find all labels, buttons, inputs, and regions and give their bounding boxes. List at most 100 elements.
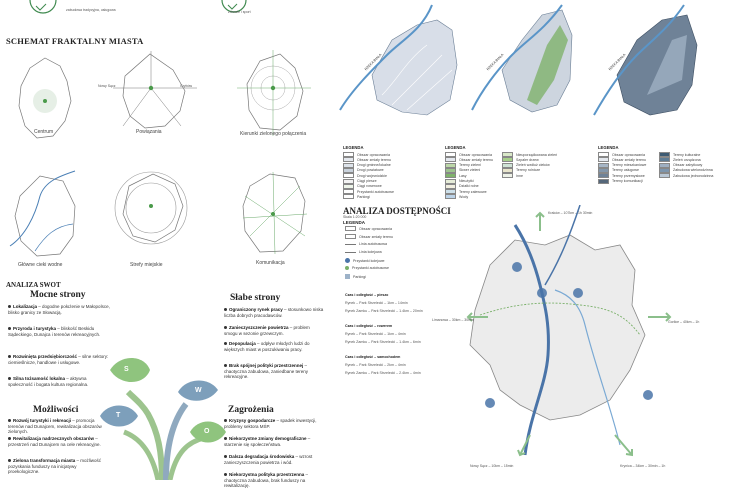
legend-label: Tereny mieszkaniowe	[612, 163, 647, 168]
legend-row: Tereny przemysłowe	[598, 173, 645, 179]
diagram-komunikacja	[242, 171, 308, 255]
map-land-use	[593, 4, 698, 116]
bullet-dot	[8, 355, 11, 359]
legend-label: Drogi wojewódzkie	[357, 173, 387, 178]
legend-title: LEGENDA	[598, 145, 619, 150]
threats-title: Zagrożenia	[228, 405, 274, 415]
strength-item: Silna tożsamość lokalna – aktywna społec…	[8, 376, 110, 387]
legend-swatch	[345, 274, 350, 279]
legend-label: Obszar zmiały terenu	[459, 157, 493, 162]
legend-label: Obszar zmiały terenu	[612, 157, 646, 162]
legend-label: Zieleń wzdłuż cieków	[516, 163, 550, 168]
legend-swatch	[343, 183, 354, 189]
fractal-title: SCHEMAT FRAKTALNY MIASTA	[6, 36, 144, 46]
bullet-dot	[224, 437, 227, 441]
legend-swatch	[598, 157, 609, 163]
map-communication	[339, 4, 458, 116]
opportunity-item: Rozwój turystyki i rekreacji – promocja …	[8, 418, 108, 435]
legend-row: Drogi gminne/lokalne	[343, 162, 391, 168]
accessibility-time-row: Czas i odległość – rowerem	[345, 324, 393, 328]
legend-row: Wody	[445, 194, 468, 200]
legend-label: Szpaler drzew	[516, 157, 539, 162]
weakness-item-bold: Depopulacja	[229, 341, 256, 346]
dir-north: Kraków – 107km – 1h 30min	[548, 211, 593, 215]
legend-row: Zabudowa jednorodzinna	[659, 173, 713, 179]
legend-swatch	[598, 162, 609, 168]
accessibility-time-row: Rynek – Park Strzelecki – 1km – 4min	[345, 332, 406, 336]
accessibility-legend-row: Przystanki autobusowe	[345, 266, 389, 270]
analysis-maps	[339, 4, 698, 116]
legend-swatch	[445, 183, 456, 189]
accessibility-title: ANALIZA DOSTĘPNOŚCI	[343, 206, 451, 216]
legend-row: Obszar zabytkowy	[659, 162, 703, 168]
leaf-w	[178, 380, 218, 401]
bullet-dot	[224, 326, 227, 330]
legend-label: Linia kolejowa	[359, 250, 382, 254]
legend-row: Tereny zalewowe	[445, 189, 487, 195]
legend-row: Obszar opracowania	[445, 152, 492, 157]
legend-label: Obszar opracowania	[357, 152, 390, 157]
legend-label: Parkingi	[353, 274, 366, 279]
legend-swatch	[445, 167, 456, 173]
diagram-cieki	[9, 170, 76, 257]
threat-item: Dalsza degradacja środowiska – wzrost za…	[224, 454, 324, 465]
fractal-caption-1: Centrum	[34, 129, 54, 135]
dir-east: Gorlice – 40km – 1h	[668, 320, 700, 324]
weakness-item-text: – problem smogu w sezonie grzewczym.	[224, 325, 310, 336]
header-label-left: zabudowa tradycyjna, usługowa	[66, 8, 116, 12]
legend-label: Tereny rolnicze	[516, 168, 541, 173]
bullet-dot	[224, 308, 227, 312]
legend-swatch	[445, 189, 456, 195]
opportunity-item-text: – możliwość pozyskania funduszy na inicj…	[8, 458, 102, 475]
legend-swatch	[345, 258, 350, 263]
opportunity-item-bold: Rozwój turystyki i rekreacji	[13, 418, 72, 423]
legend-swatch	[502, 173, 513, 179]
weakness-item: Brak spójnej polityki przestrzennej – ch…	[224, 363, 324, 380]
legend-swatch	[343, 167, 354, 173]
map-greenery	[471, 4, 573, 113]
bullet-dot	[8, 419, 11, 423]
legend-swatch	[659, 152, 670, 157]
legend-row: Skwer zieleni	[445, 167, 480, 173]
legend-title: LEGENDA	[343, 145, 364, 150]
opportunity-item-bold: Zielona transformacja miasta	[13, 458, 76, 463]
weakness-item-bold: Zanieczyszczenie powietrza	[229, 325, 289, 330]
weakness-item-text: – odpływ młodych ludzi do większych mias…	[224, 341, 310, 352]
legend-swatch	[343, 162, 354, 168]
opportunity-item: Zielona transformacja miasta – możliwość…	[8, 458, 108, 475]
accessibility-map	[466, 205, 672, 457]
accessibility-scale: Skala 1:20 000	[343, 215, 367, 219]
legend-row: Zabudowa wielorodzinna	[659, 167, 713, 173]
legend-swatch	[502, 152, 513, 157]
bullet-dot	[224, 473, 227, 477]
legend-label: Zabudowa wielorodzinna	[673, 168, 713, 173]
legend-swatch	[598, 178, 609, 184]
legend-label: Działki rolne	[459, 184, 479, 189]
legend-row: Tereny komunikacji	[598, 178, 643, 184]
fractal-label-nowy-sacz: Nowy Sącz	[98, 84, 116, 88]
diagram-powiazania	[113, 51, 197, 129]
legend-swatch	[343, 152, 354, 157]
fractal-diagrams	[9, 50, 311, 257]
legend-swatch	[598, 152, 609, 157]
strengths-title: Mocne strony	[30, 290, 86, 300]
accessibility-legend-row: Linia autobusowa	[345, 242, 387, 246]
legend-row: Obszar opracowania	[343, 152, 390, 157]
legend-label: Przystanki autobusowe	[357, 189, 394, 194]
legend-label: Tereny przemysłowe	[612, 173, 645, 178]
legend-row: Nieużytki	[445, 178, 474, 184]
bullet-dot	[8, 459, 11, 463]
legend-swatch	[659, 157, 670, 163]
strength-item-text: – silne sektory: ciemieślnicze, handlowe…	[8, 354, 109, 365]
legend-row: Obszar zmiały terenu	[445, 157, 493, 163]
accessibility-time-row: Rynek Zamku – Park Strzelecki – 1.4km – …	[345, 340, 421, 344]
legend-label: Obszar zabytkowy	[673, 163, 703, 168]
weakness-item: Ograniczony rynek pracy – stosunkowo nis…	[224, 307, 324, 318]
strength-item-text: – aktywna społeczność i bogata kultura r…	[8, 376, 89, 387]
accessibility-time-row: Rynek Zamku – Park Strzelecki – 2.4km – …	[345, 371, 421, 375]
header-icon-left	[29, 0, 57, 14]
legend-swatch	[343, 189, 354, 195]
opportunity-item-text: – promocja terenów nad Dunajcem, rewital…	[8, 418, 102, 435]
strength-item-bold: Lokalizacja	[13, 304, 38, 309]
legend-swatch	[445, 178, 456, 184]
